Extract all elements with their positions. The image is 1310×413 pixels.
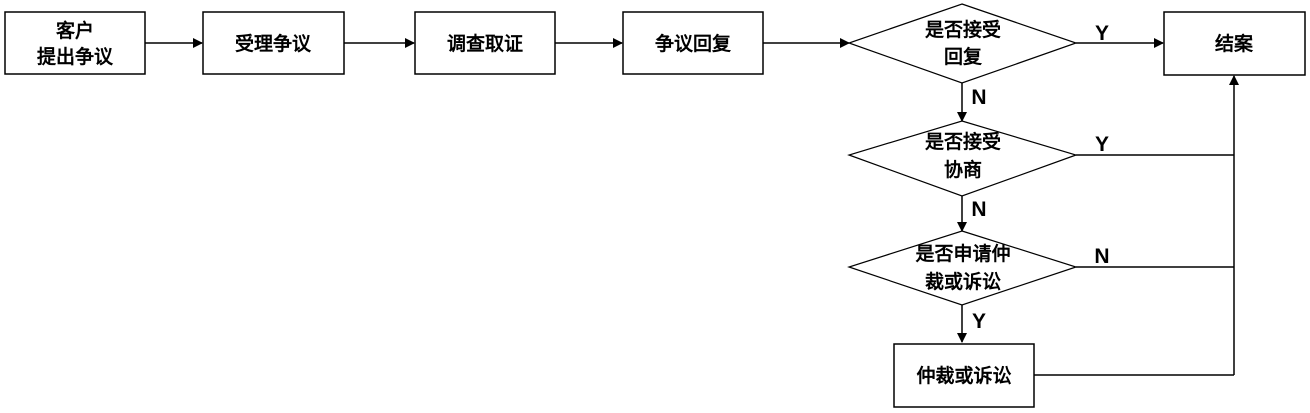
decision-accept-reply-line2: 回复 (944, 45, 983, 68)
edge-labels: Y N Y N N Y (971, 22, 1109, 333)
node-accept-dispute: 受理争议 (202, 11, 345, 75)
decision-accept-negotiation-line2: 协商 (944, 158, 982, 181)
node-close-case: 结案 (1163, 11, 1306, 76)
decision-accept-reply: 是否接受 回复 (847, 3, 1078, 84)
decision-accept-reply-line1: 是否接受 (925, 18, 1001, 41)
label-apply-arbitration-no: N (1094, 245, 1109, 268)
node-arbitration-label: 仲裁或诉讼 (916, 364, 1011, 387)
node-dispute-reply-label: 争议回复 (655, 32, 732, 55)
decision-accept-negotiation: 是否接受 协商 (847, 120, 1078, 197)
node-accept-dispute-label: 受理争议 (235, 32, 312, 55)
node-dispute-reply: 争议回复 (622, 11, 764, 75)
connectors (145, 38, 1239, 376)
node-investigate: 调查取证 (414, 11, 556, 75)
node-customer-dispute: 客户 提出争议 (4, 11, 146, 75)
decision-apply-arbitration: 是否申请仲 裁或诉讼 (847, 230, 1078, 306)
node-close-case-label: 结案 (1215, 32, 1254, 55)
label-accept-reply-no: N (971, 86, 986, 109)
label-accept-negotiation-no: N (971, 198, 986, 221)
node-customer-dispute-line2: 提出争议 (37, 45, 114, 68)
node-arbitration: 仲裁或诉讼 (893, 343, 1035, 408)
label-apply-arbitration-yes: Y (972, 310, 986, 333)
node-customer-dispute-line1: 客户 (56, 19, 94, 42)
decision-accept-negotiation-line1: 是否接受 (925, 130, 1001, 153)
label-accept-negotiation-yes: Y (1095, 133, 1109, 156)
decision-apply-arbitration-line1: 是否申请仲 (915, 242, 1010, 265)
decision-apply-arbitration-line2: 裁或诉讼 (925, 270, 1001, 293)
label-accept-reply-yes: Y (1095, 22, 1109, 45)
node-investigate-label: 调查取证 (447, 32, 523, 55)
